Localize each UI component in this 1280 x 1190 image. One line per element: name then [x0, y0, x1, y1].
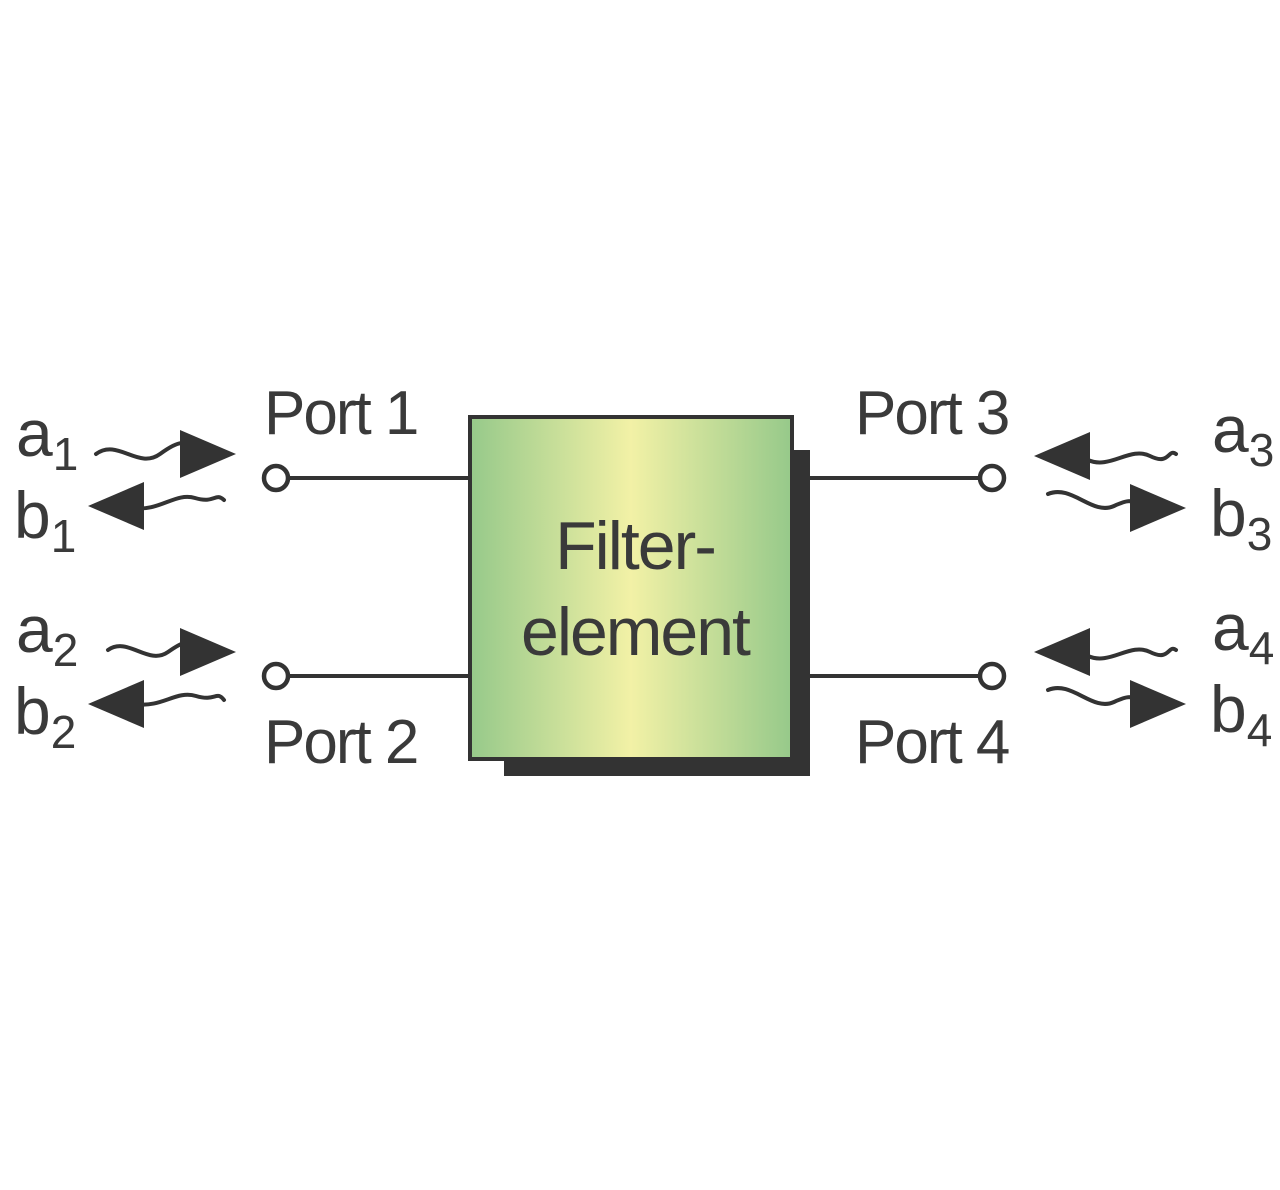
reflected-arrow-b3: [1046, 484, 1186, 532]
terminal-port3: [977, 463, 1007, 493]
port2-label: Port 2: [264, 708, 417, 777]
reflected-arrow-b1: [88, 482, 226, 530]
wave-label-b4: b4: [1210, 672, 1272, 756]
incident-arrow-a3: [1034, 432, 1178, 480]
wave-label-a4: a4: [1212, 590, 1274, 674]
port1-label: Port 1: [264, 379, 417, 448]
filter-block: [468, 415, 794, 761]
terminal-port1: [261, 463, 291, 493]
wave-label-a1: a1: [16, 396, 78, 480]
wave-label-a3: a3: [1212, 392, 1274, 476]
incident-arrow-a2: [106, 628, 236, 676]
wave-label-b3: b3: [1210, 476, 1272, 560]
incident-arrow-a4: [1034, 628, 1178, 676]
reflected-arrow-b2: [88, 680, 226, 728]
terminal-port2: [261, 661, 291, 691]
terminal-port4: [977, 661, 1007, 691]
port4-label: Port 4: [855, 708, 1009, 777]
wave-label-b2: b2: [14, 674, 76, 758]
port3-label: Port 3: [855, 379, 1008, 448]
wave-label-a2: a2: [16, 592, 78, 676]
reflected-arrow-b4: [1046, 680, 1186, 728]
incident-arrow-a1: [94, 430, 236, 478]
wave-label-b1: b1: [14, 478, 76, 562]
block-label-line1: Filter-: [555, 508, 715, 584]
block-label-line2: element: [521, 594, 751, 670]
